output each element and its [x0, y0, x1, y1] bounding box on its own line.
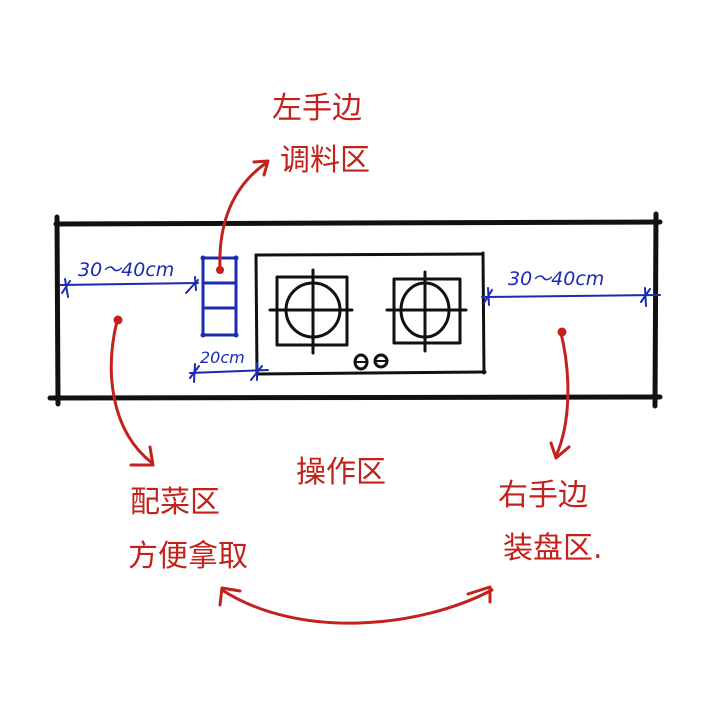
arrow-shaft: [554, 331, 570, 458]
cooktop-right: [481, 251, 486, 375]
arrow-to-seasoning-zone: [216, 159, 270, 274]
prep-zone-line1: 配菜区: [130, 485, 220, 520]
seasoning-zone-line2: 调料区: [280, 143, 370, 178]
rack-node: [200, 332, 206, 338]
arrow-shaft: [220, 588, 494, 625]
arrow-shaft: [218, 161, 268, 272]
arrow-head: [549, 441, 571, 460]
double-arrow-workflow: [218, 585, 494, 625]
countertop-front-edge: [47, 394, 663, 401]
operation-zone-label: 操作区: [296, 455, 386, 490]
arrow-head-left: [218, 586, 242, 607]
cooktop-top: [254, 252, 485, 257]
dimension-left-clearance: 30～40cm: [59, 259, 199, 298]
dimension-line: [189, 369, 269, 374]
right-burner: [385, 270, 468, 353]
dimension-tick: [61, 280, 71, 294]
left-burner: [268, 268, 354, 355]
dimension-tick: [185, 279, 199, 294]
dimension-label-right: 30～40cm: [508, 268, 604, 290]
label-seasoning-zone: 左手边 调料区: [272, 91, 370, 178]
gas-cooktop: [254, 251, 487, 376]
arrow-shaft: [109, 319, 154, 465]
left-burner-ring: [284, 281, 342, 339]
dimension-label-left: 30～40cm: [78, 259, 174, 281]
cooktop-left: [254, 253, 259, 376]
rack-node: [200, 255, 206, 261]
plating-zone-line1: 右手边: [498, 478, 588, 513]
label-operation-zone: 操作区: [296, 455, 386, 490]
arrow-head: [129, 445, 155, 467]
dimension-line: [59, 282, 199, 286]
countertop-left-edge: [54, 214, 61, 407]
countertop-back-edge: [53, 219, 663, 227]
rack-node: [233, 255, 239, 261]
seasoning-zone-line1: 左手边: [272, 91, 362, 126]
arrow-head: [252, 159, 270, 177]
arrow-to-plating-zone: [549, 327, 571, 460]
label-prep-zone: 配菜区 方便拿取: [128, 485, 248, 574]
rack-node: [233, 332, 239, 338]
countertop-right-edge: [652, 211, 659, 409]
arrow-to-prep-zone: [109, 315, 155, 467]
dimension-tick: [250, 365, 263, 381]
dimension-line: [481, 294, 661, 298]
control-knobs: [353, 353, 389, 371]
dimension-tick: [189, 365, 200, 379]
right-burner-ring: [399, 281, 451, 339]
dimension-tick: [483, 289, 493, 304]
dimension-right-clearance: 30～40cm: [481, 268, 661, 307]
arrow-head-right: [466, 585, 492, 604]
cooktop-bottom: [255, 370, 487, 376]
dimension-label-gap: 20cm: [200, 348, 245, 367]
countertop: [47, 211, 663, 409]
dimension-tick: [640, 288, 651, 303]
prep-zone-line2: 方便拿取: [128, 539, 248, 574]
dimension-rack-gap: 20cm: [189, 348, 269, 383]
plating-zone-line2: 装盘区.: [503, 531, 603, 566]
label-plating-zone: 右手边 装盘区.: [498, 478, 603, 566]
